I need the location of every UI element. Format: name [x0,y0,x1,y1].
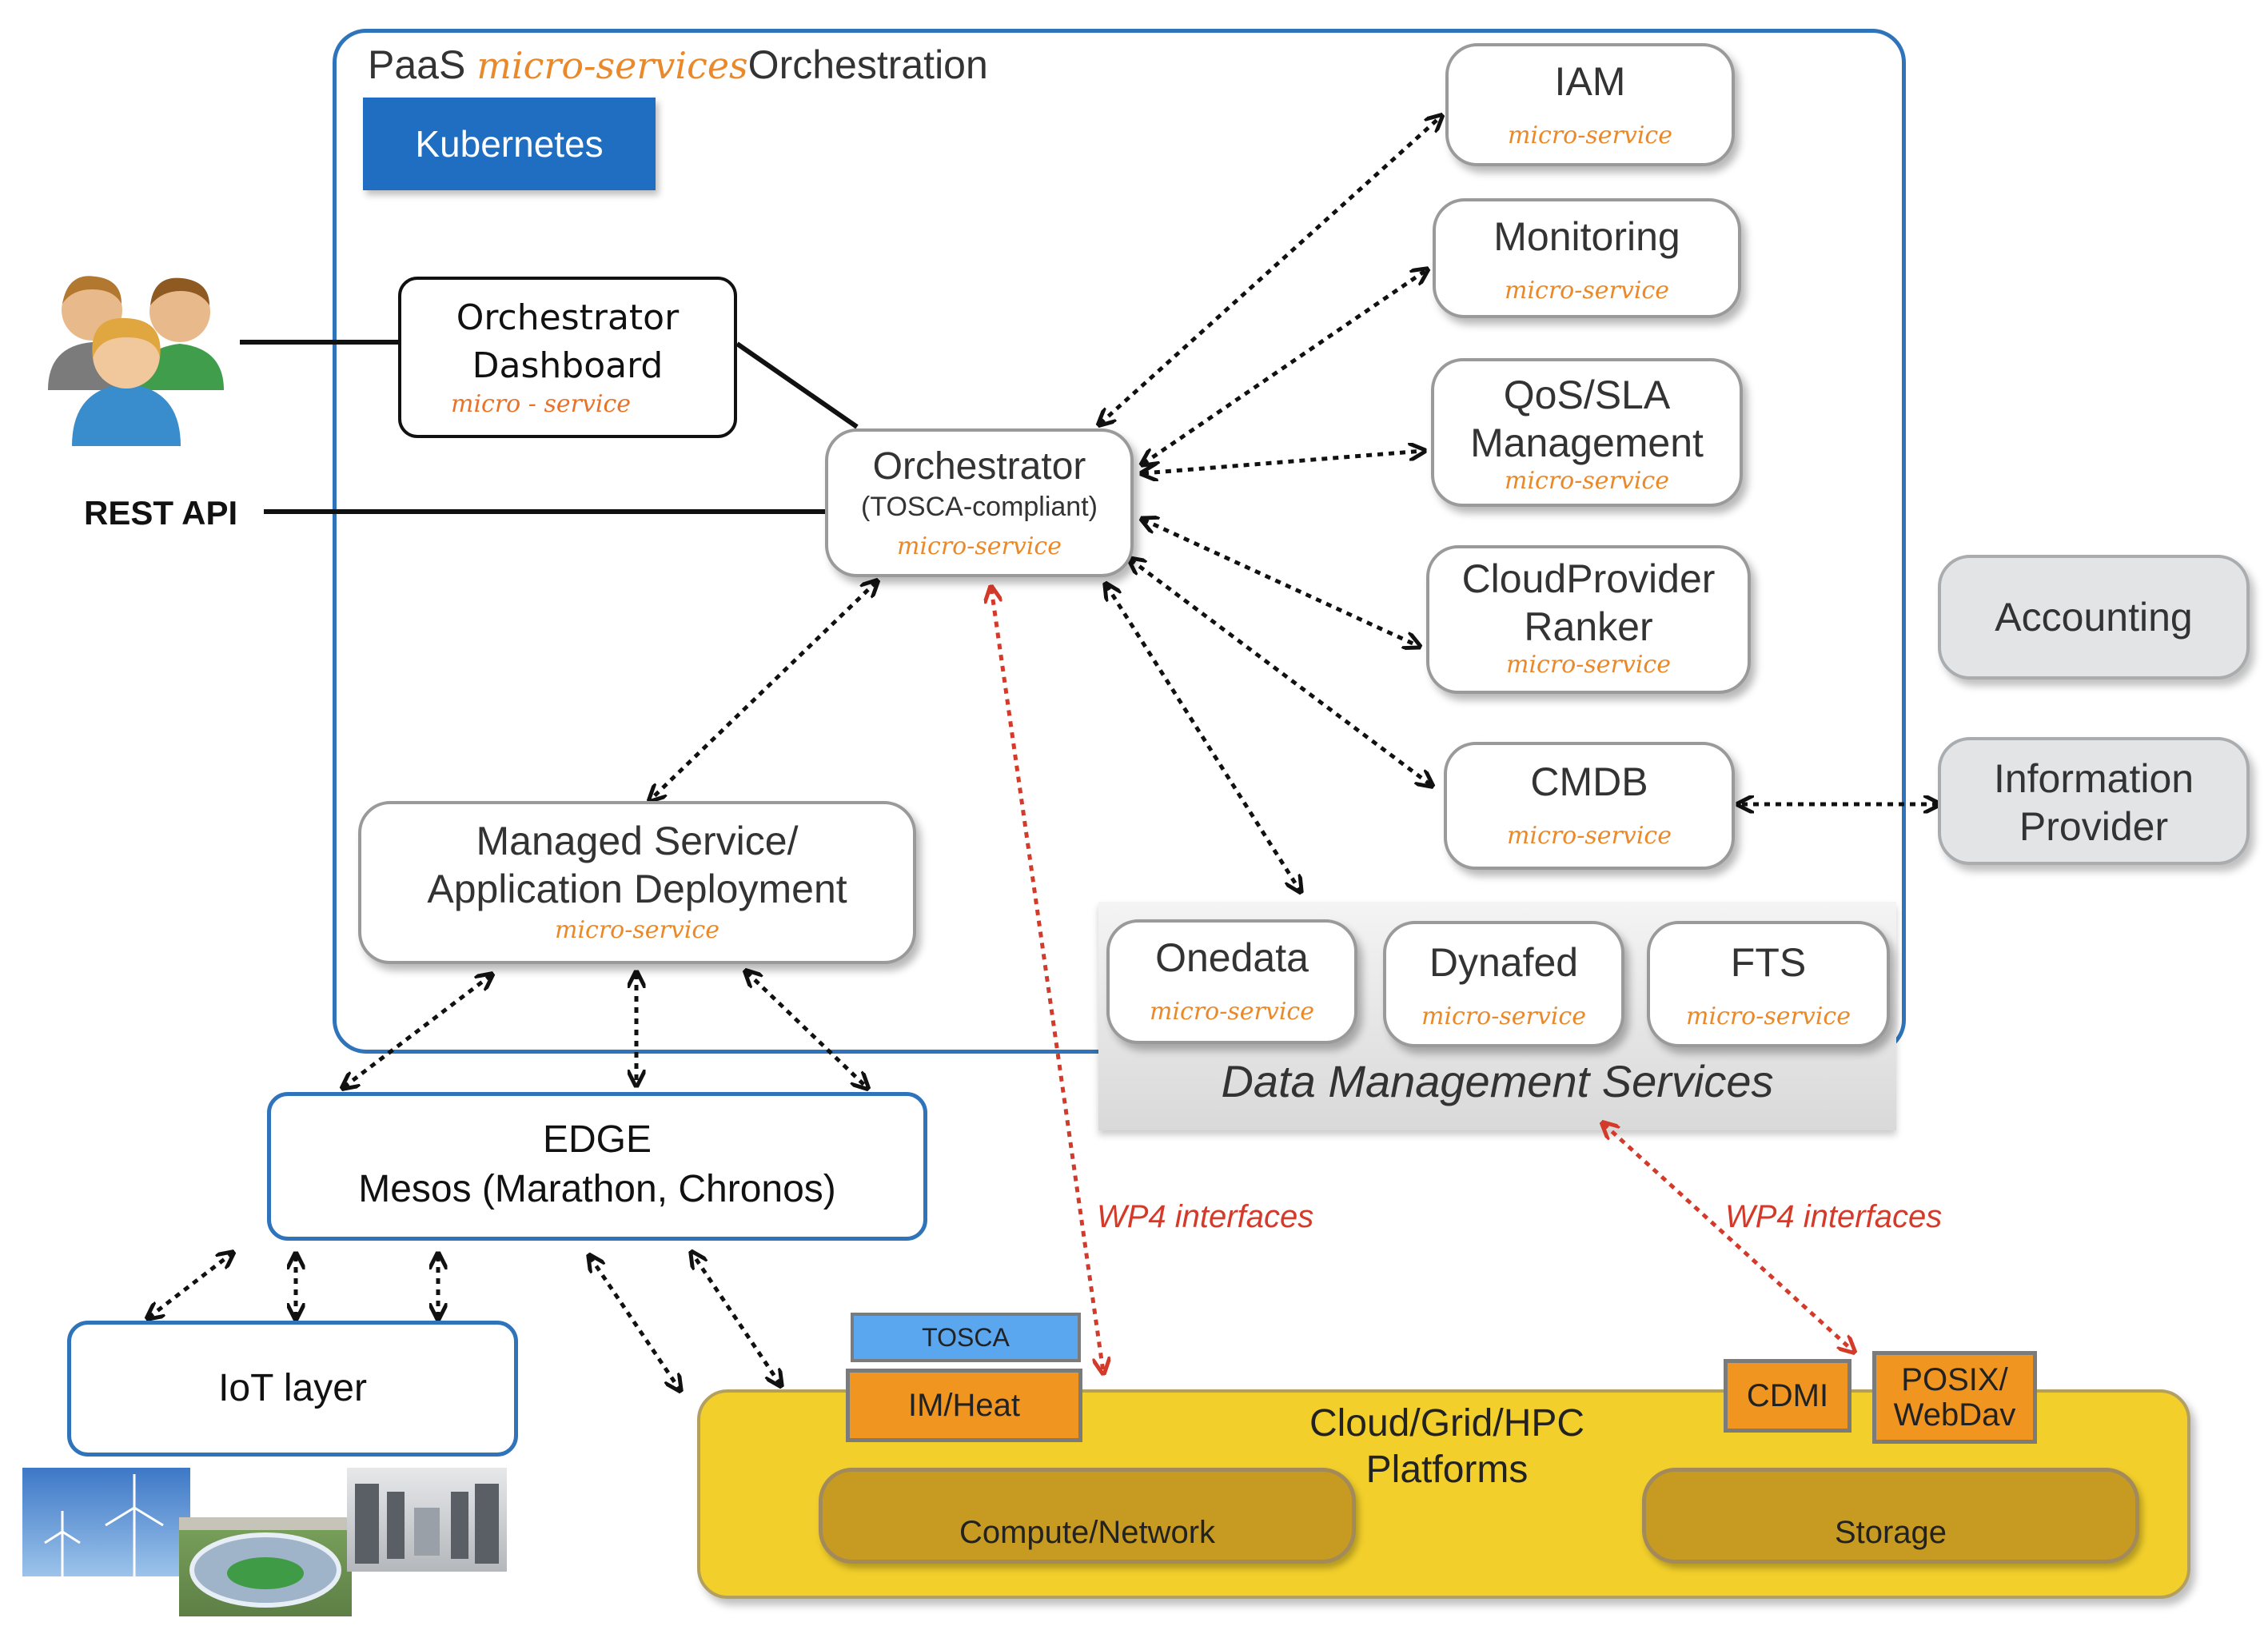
orchestrator-tag: micro-service [897,532,1062,560]
dashboard-line1: Orchestrator [456,297,680,338]
wind-turbines-image [22,1468,190,1576]
qos-tag: micro-service [1505,467,1669,495]
accounting-label: Accounting [1995,595,2193,640]
user-front [72,317,181,446]
cmdb-box[interactable]: CMDB micro-service [1444,742,1735,870]
dashboard-tag: micro - service [451,390,632,418]
managed-service-box[interactable]: Managed Service/ Application Deployment … [358,801,916,964]
posix-webdav-box[interactable]: POSIX/ WebDav [1872,1351,2037,1444]
paas-title: PaaS micro-servicesOrchestration [368,42,988,88]
tosca-label: TOSCA [922,1323,1010,1352]
info-line2: Provider [2019,804,2169,849]
datacenter-image [347,1468,507,1572]
storage-label: Storage [1834,1515,1947,1550]
edge-line1: EDGE [542,1118,652,1161]
im-heat-label: IM/Heat [907,1388,1021,1423]
cloudprovider-ranker-box[interactable]: CloudProvider Ranker micro-service [1426,545,1751,694]
wp4-arrows [991,588,1853,1372]
orchestrator-dashboard[interactable]: Orchestrator Dashboard micro - service [398,277,737,438]
dynafed-tag: micro-service [1421,1002,1586,1030]
orchestrator-subtitle: (TOSCA-compliant) [861,492,1098,522]
iam-title: IAM [1554,59,1626,104]
rest-api-label: REST API [84,494,238,532]
iot-layer-box[interactable]: IoT layer [67,1321,518,1457]
cdmi-box[interactable]: CDMI [1724,1359,1851,1433]
info-line1: Information [1993,756,2194,801]
managed-line2: Application Deployment [427,867,847,911]
platforms-title: Cloud/Grid/HPC Platforms [1247,1401,1647,1493]
tosca-box[interactable]: TOSCA [851,1313,1081,1362]
iam-box[interactable]: IAM micro-service [1445,43,1735,166]
posix-line2: WebDav [1893,1397,2016,1433]
kubernetes-box: Kubernetes [363,98,656,190]
kubernetes-label: Kubernetes [415,123,604,165]
edge-box[interactable]: EDGE Mesos (Marathon, Chronos) [267,1092,927,1241]
onedata-title: Onedata [1155,935,1309,980]
orchestrator-title: Orchestrator [872,445,1086,488]
solid-connections [240,340,859,514]
ranker-line2: Ranker [1524,604,1653,649]
monitoring-box[interactable]: Monitoring micro-service [1433,198,1741,318]
edge-line2: Mesos (Marathon, Chronos) [358,1168,836,1210]
qos-sla-box[interactable]: QoS/SLA Management micro-service [1431,358,1743,507]
cdmi-label: CDMI [1746,1378,1829,1413]
paas-title-suffix: Orchestration [747,42,988,87]
dotted-arrows [149,117,1938,1389]
dynafed-box[interactable]: Dynafed micro-service [1383,921,1624,1047]
information-provider-box[interactable]: Information Provider [1938,737,2250,865]
onedata-box[interactable]: Onedata micro-service [1106,919,1357,1044]
storage-box[interactable]: Storage [1642,1468,2139,1564]
managed-tag: micro-service [555,916,719,944]
cmdb-title: CMDB [1530,759,1648,804]
dashboard-line2: Dashboard [472,345,664,386]
cmdb-tag: micro-service [1507,822,1672,850]
qos-line1: QoS/SLA [1503,373,1671,417]
platforms-line2: Platforms [1365,1449,1529,1491]
monitoring-tag: micro-service [1505,277,1669,305]
fts-box[interactable]: FTS micro-service [1647,921,1890,1047]
stadium-image [179,1517,352,1616]
fts-tag: micro-service [1686,1002,1851,1030]
paas-title-italic: micro-services [476,44,748,87]
onedata-tag: micro-service [1150,998,1314,1026]
data-management-label: Data Management Services [1221,1056,1774,1106]
wp4-label-right: WP4 interfaces [1725,1199,1943,1234]
users-icon [40,254,232,446]
ranker-line1: CloudProvider [1461,556,1716,601]
posix-line1: POSIX/ [1901,1362,2008,1397]
paas-title-prefix: PaaS [368,42,466,87]
ranker-tag: micro-service [1506,651,1671,679]
platforms-line1: Cloud/Grid/HPC [1309,1402,1585,1445]
wp4-label-left: WP4 interfaces [1097,1199,1314,1234]
dynafed-title: Dynafed [1429,940,1579,985]
accounting-box[interactable]: Accounting [1938,555,2250,680]
orchestrator-box[interactable]: Orchestrator (TOSCA-compliant) micro-ser… [825,428,1134,577]
im-heat-box[interactable]: IM/Heat [846,1369,1082,1442]
iam-tag: micro-service [1508,122,1672,149]
iot-label: IoT layer [218,1367,367,1409]
managed-line1: Managed Service/ [476,819,799,863]
monitoring-title: Monitoring [1493,214,1680,259]
compute-label: Compute/Network [959,1515,1216,1550]
qos-line2: Management [1470,420,1704,465]
fts-title: FTS [1730,940,1807,985]
compute-network-box[interactable]: Compute/Network [819,1468,1356,1564]
